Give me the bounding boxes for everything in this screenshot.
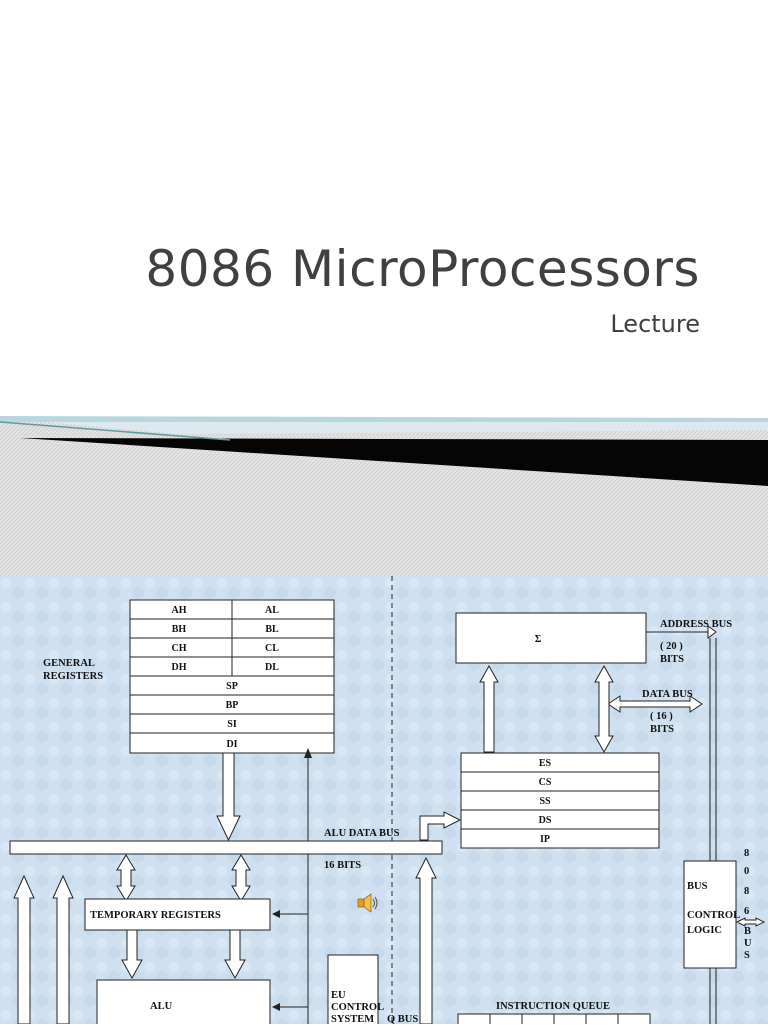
bus-8086-char-4: 6 [744, 906, 749, 917]
address-bus-bits: BITS [660, 654, 684, 665]
bus-control-label-1: BUS [687, 881, 708, 892]
bus-8086-char-1: 8 [744, 848, 749, 859]
register-cl: CL [265, 643, 279, 654]
register-di: DI [226, 739, 237, 750]
segment-register-table: ES CS SS DS IP [460, 752, 660, 849]
data-bus-bits: BITS [650, 724, 674, 735]
register-ip: IP [540, 834, 550, 845]
register-ds: DS [539, 815, 552, 826]
address-bus-label: ADDRESS BUS [660, 619, 732, 630]
register-es: ES [539, 758, 552, 769]
sigma-segment-bidir-arrow [594, 664, 614, 754]
instruction-queue-label: INSTRUCTION QUEUE [496, 1001, 610, 1012]
alu-label: ALU [150, 1001, 173, 1012]
eu-control-label-2: CONTROL [331, 1002, 384, 1013]
cpu-block-diagram: GENERAL REGISTERS AH AL BH BL CH CL DH D… [0, 576, 768, 1029]
bus-control-label-2: CONTROL [687, 910, 740, 921]
bus-8086-char-2: 0 [744, 866, 749, 877]
alu-data-bus-label: ALU DATA BUS [324, 828, 400, 839]
register-bp: BP [226, 700, 239, 711]
data-bus-label: DATA BUS [642, 689, 693, 700]
general-registers-label-2: REGISTERS [43, 671, 103, 682]
alu-box [96, 979, 271, 1029]
bus-8086-char-7: S [744, 950, 750, 961]
segment-to-sigma-arrow [479, 664, 499, 753]
register-al: AL [265, 605, 279, 616]
alu-bits-label: 16 BITS [324, 860, 361, 871]
bus-8086-arrow [735, 917, 766, 927]
temporary-registers-label: TEMPORARY REGISTERS [90, 910, 221, 921]
register-bl: BL [265, 624, 279, 635]
temporary-registers-box [84, 898, 271, 931]
instruction-queue-cells [457, 1013, 651, 1029]
general-registers-label: GENERAL [43, 658, 95, 669]
register-bh: BH [172, 624, 187, 635]
data-bus-arrow [607, 695, 703, 713]
eu-control-box [327, 954, 379, 1029]
slide-subtitle: Lecture [610, 310, 700, 338]
eu-control-label-1: EU [331, 990, 346, 1001]
alu-data-bus-bar [9, 840, 443, 855]
speaker-icon [357, 893, 378, 913]
register-cs: CS [539, 777, 552, 788]
eu-control-label-3: SYSTEM [331, 1014, 374, 1024]
bus-control-label-3: LOGIC [687, 925, 722, 936]
register-ss: SS [539, 796, 551, 807]
register-dl: DL [265, 662, 279, 673]
register-si: SI [227, 719, 237, 730]
bus-8086-char-6: U [744, 938, 752, 949]
address-bus-width: ( 20 ) [660, 641, 683, 652]
general-register-table: AH AL BH BL CH CL DH DL SP BP SI DI [129, 599, 335, 754]
sigma-label: Σ [535, 634, 542, 645]
register-dh: DH [172, 662, 187, 673]
bus-8086-char-5: B [744, 926, 751, 937]
data-bus-width: ( 16 ) [650, 711, 673, 722]
register-to-bus-arrow [216, 752, 241, 842]
sigma-adder-box [455, 612, 647, 664]
register-ch: CH [172, 643, 187, 654]
register-ah: AH [172, 605, 187, 616]
decorative-banner [0, 416, 768, 576]
bus-8086-char-3: 8 [744, 886, 749, 897]
register-sp: SP [226, 681, 238, 692]
q-bus-label: Q BUS [387, 1014, 418, 1024]
slide-title: 8086 MicroProcessors [145, 240, 700, 298]
bus-to-segment-arrow [419, 811, 462, 841]
